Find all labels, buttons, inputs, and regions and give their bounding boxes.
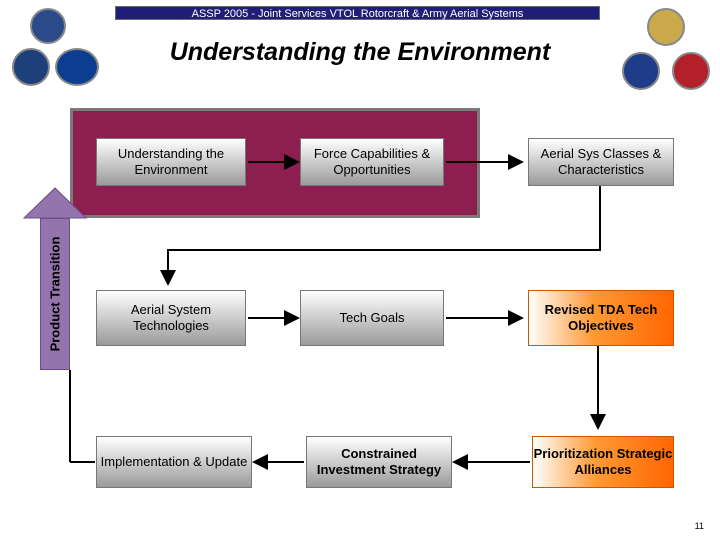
product-transition-bar (40, 218, 70, 370)
air-force-seal-icon (622, 52, 660, 90)
box-implementation-update: Implementation & Update (96, 436, 252, 488)
page-number: 11 (694, 521, 704, 531)
box-constrained-investment: Constrained Investment Strategy (306, 436, 452, 488)
box-revised-tda: Revised TDA Tech Objectives (528, 290, 674, 346)
box-force-capabilities: Force Capabilities & Opportunities (300, 138, 444, 186)
arrow-loop-r1-r2 (160, 186, 601, 286)
box-aerial-sys-classes: Aerial Sys Classes & Characteristics (528, 138, 674, 186)
nasa-logo-icon (55, 48, 99, 86)
header-banner: ASSP 2005 - Joint Services VTOL Rotorcra… (115, 6, 600, 20)
dod-seal-icon (30, 8, 66, 44)
army-seal-icon (647, 8, 685, 46)
product-transition-label: Product Transition (47, 236, 63, 352)
up-arrow-head (22, 187, 88, 219)
page-title: Understanding the Environment (169, 38, 551, 66)
box-aerial-system-technologies: Aerial System Technologies (96, 290, 246, 346)
marine-corps-seal-icon (672, 52, 710, 90)
box-tech-goals: Tech Goals (300, 290, 444, 346)
box-prioritization: Prioritization Strategic Alliances (532, 436, 674, 488)
box-understanding-environment: Understanding the Environment (96, 138, 246, 186)
navy-seal-icon (12, 48, 50, 86)
